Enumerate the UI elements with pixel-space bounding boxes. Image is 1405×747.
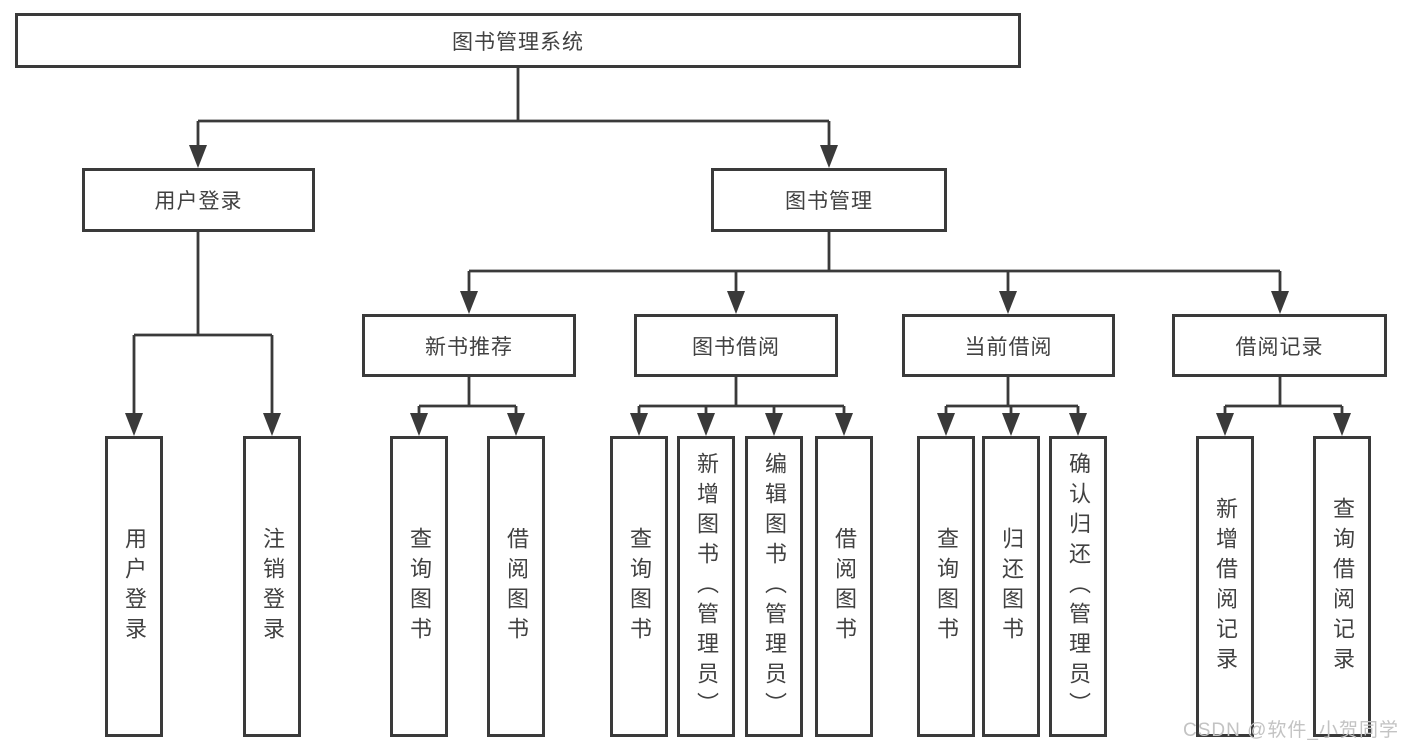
node-root-label: 图书管理系统 [452, 30, 584, 54]
connector-records-children [1223, 377, 1344, 428]
leaf-user-login-label: 用户登录 [122, 526, 147, 647]
leaf-borrow-add-admin: 新增图书（管理员） [677, 436, 735, 737]
node-root-system: 图书管理系统 [15, 13, 1021, 68]
leaf-borrow-edit-admin-label: 编辑图书（管理员） [762, 451, 787, 722]
leaf-current-return-label: 归还图书 [999, 526, 1024, 647]
node-user-login-label: 用户登录 [154, 190, 243, 213]
leaf-records-add: 新增借阅记录 [1196, 436, 1254, 737]
node-new-book-recommend: 新书推荐 [362, 314, 576, 377]
leaf-borrow-book-label: 借阅图书 [832, 526, 857, 647]
leaf-borrow-query-label: 查询图书 [627, 526, 652, 647]
connector-root-children [196, 68, 831, 160]
csdn-watermark: CSDN @软件_小贺同学 [1183, 720, 1399, 741]
node-user-login: 用户登录 [82, 168, 315, 232]
leaf-newbook-borrow-label: 借阅图书 [504, 526, 529, 647]
leaf-newbook-borrow: 借阅图书 [487, 436, 545, 737]
leaf-current-confirm-admin: 确认归还（管理员） [1049, 436, 1107, 737]
leaf-borrow-book: 借阅图书 [815, 436, 873, 737]
leaf-newbook-query: 查询图书 [390, 436, 448, 737]
leaf-borrow-add-admin-label: 新增图书（管理员） [694, 451, 719, 722]
leaf-logout: 注销登录 [243, 436, 301, 737]
leaf-logout-label: 注销登录 [260, 526, 285, 647]
leaf-current-query-label: 查询图书 [934, 526, 959, 647]
leaf-current-return: 归还图书 [982, 436, 1040, 737]
leaf-borrow-query: 查询图书 [610, 436, 668, 737]
node-current-borrow: 当前借阅 [902, 314, 1115, 377]
leaf-user-login: 用户登录 [105, 436, 163, 737]
node-book-management-label: 图书管理 [785, 190, 873, 213]
node-borrow-records-label: 借阅记录 [1235, 335, 1324, 359]
node-book-borrow: 图书借阅 [634, 314, 838, 377]
node-book-management: 图书管理 [711, 168, 947, 232]
leaf-records-add-label: 新增借阅记录 [1213, 496, 1238, 677]
connector-mgmt-children [467, 232, 1282, 306]
leaf-current-confirm-admin-label: 确认归还（管理员） [1066, 451, 1091, 722]
leaf-records-query-label: 查询借阅记录 [1330, 496, 1355, 677]
node-book-borrow-label: 图书借阅 [692, 335, 780, 359]
leaf-newbook-query-label: 查询图书 [407, 526, 432, 647]
node-borrow-records: 借阅记录 [1172, 314, 1387, 377]
leaf-records-query: 查询借阅记录 [1313, 436, 1371, 737]
connector-newbook-children [417, 377, 518, 428]
connector-login-children [132, 232, 274, 428]
node-current-borrow-label: 当前借阅 [964, 335, 1053, 359]
connector-borrow-children [637, 377, 846, 428]
leaf-borrow-edit-admin: 编辑图书（管理员） [745, 436, 803, 737]
leaf-current-query: 查询图书 [917, 436, 975, 737]
node-new-book-recommend-label: 新书推荐 [425, 335, 513, 359]
